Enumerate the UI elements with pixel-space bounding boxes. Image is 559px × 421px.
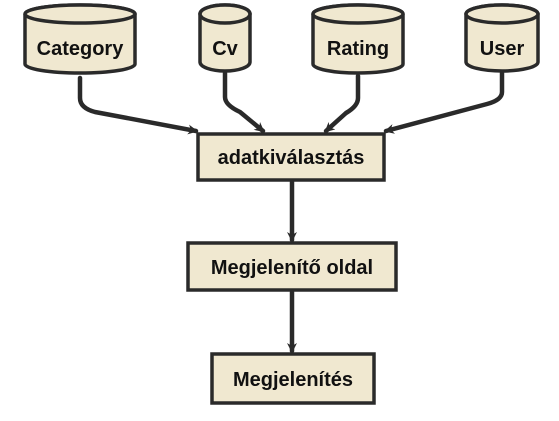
- cylinder-rating: Rating: [311, 3, 405, 75]
- process-label-megjelenites: Megjelenítés: [233, 369, 353, 391]
- edge-user-to-adatkivalasztas: [383, 69, 505, 134]
- process-box-adatkivalasztas: adatkiválasztás: [196, 132, 386, 182]
- cylinder-label-rating: Rating: [327, 38, 389, 60]
- cylinder-cv: Cv: [198, 3, 252, 73]
- cylinder-category: Category: [23, 3, 137, 75]
- cylinder-label-category: Category: [37, 38, 125, 60]
- edge-rating-to-adatkivalasztas: [323, 73, 361, 134]
- cylinder-label-user: User: [480, 38, 525, 60]
- edge-cv-to-adatkivalasztas: [222, 70, 266, 134]
- edge-category-to-adatkivalasztas: [77, 75, 199, 135]
- process-label-megjelenito-oldal: Megjelenítő oldal: [211, 257, 373, 279]
- cylinder-user: User: [464, 3, 540, 73]
- edges: [77, 69, 505, 354]
- process-box-megjelenito-oldal: Megjelenítő oldal: [186, 241, 398, 292]
- cylinder-label-cv: Cv: [212, 38, 238, 60]
- process-box-megjelenites: Megjelenítés: [210, 352, 376, 405]
- process-label-adatkivalasztas: adatkiválasztás: [218, 147, 365, 169]
